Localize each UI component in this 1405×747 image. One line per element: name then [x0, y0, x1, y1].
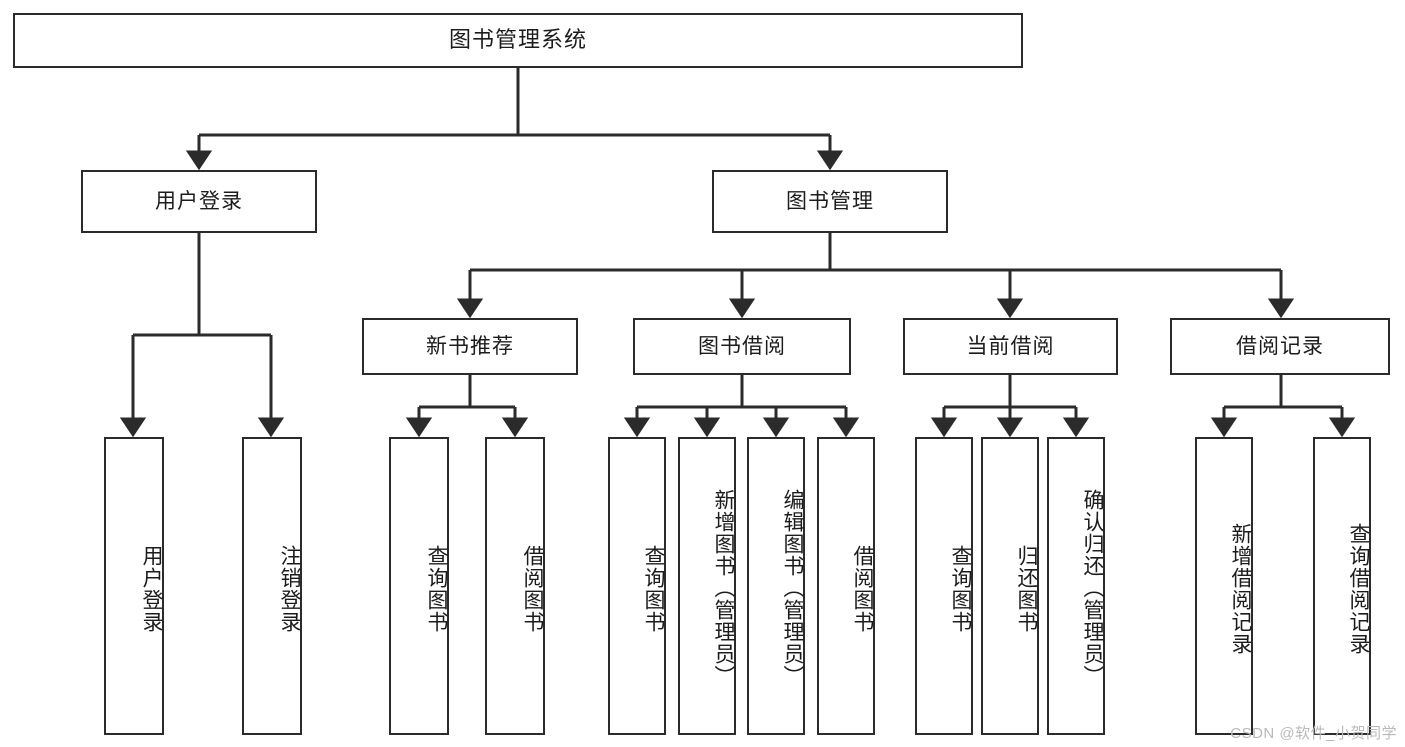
node-leaf-add-borrow-record[interactable]: 新增借阅记录	[1195, 437, 1253, 735]
node-label: 用户登录	[155, 189, 243, 213]
node-label: 当前借阅	[966, 334, 1055, 358]
node-leaf-user-logout[interactable]: 注销登录	[242, 437, 302, 735]
node-leaf-query-borrow-record[interactable]: 查询借阅记录	[1313, 437, 1371, 735]
node-new-book-recommend[interactable]: 新书推荐	[362, 318, 578, 375]
node-label: 归还图书	[1015, 545, 1038, 633]
node-leaf-return-book[interactable]: 归还图书	[981, 437, 1039, 735]
node-label: 查询图书	[425, 545, 448, 633]
node-book-manage[interactable]: 图书管理	[712, 170, 948, 233]
node-root-system[interactable]: 图书管理系统	[13, 13, 1023, 68]
csdn-watermark: CSDN @软件_小贺同学	[1230, 725, 1397, 742]
node-leaf-user-login[interactable]: 用户登录	[104, 437, 164, 735]
node-current-borrow[interactable]: 当前借阅	[903, 318, 1118, 375]
node-label: 查询借阅记录	[1347, 523, 1370, 655]
node-leaf-add-book[interactable]: 新增图书（管理员）	[678, 437, 736, 735]
node-leaf-confirm-return[interactable]: 确认归还（管理员）	[1047, 437, 1105, 735]
node-leaf-borrow-book-recommend[interactable]: 借阅图书	[485, 437, 545, 735]
node-label: 图书借阅	[698, 334, 786, 358]
node-leaf-edit-book[interactable]: 编辑图书（管理员）	[747, 437, 805, 735]
node-leaf-query-book-current[interactable]: 查询图书	[915, 437, 973, 735]
node-borrow-record[interactable]: 借阅记录	[1170, 318, 1390, 375]
node-label: 新增图书（管理员）	[712, 489, 735, 687]
node-label: 借阅记录	[1236, 334, 1324, 358]
node-label: 图书管理系统	[448, 27, 587, 53]
node-label: 确认归还（管理员）	[1081, 489, 1104, 687]
node-label: 编辑图书（管理员）	[781, 489, 804, 687]
node-leaf-query-book-recommend[interactable]: 查询图书	[389, 437, 449, 735]
node-leaf-borrow-book[interactable]: 借阅图书	[817, 437, 875, 735]
node-user-login[interactable]: 用户登录	[81, 170, 317, 233]
node-label: 借阅图书	[851, 545, 874, 633]
node-label: 新增借阅记录	[1229, 523, 1252, 655]
node-label: 查询图书	[949, 545, 972, 633]
node-label: 借阅图书	[521, 545, 544, 633]
node-label: 用户登录	[140, 545, 163, 633]
node-label: 查询图书	[642, 545, 665, 633]
node-leaf-query-book-borrow[interactable]: 查询图书	[608, 437, 666, 735]
node-label: 注销登录	[278, 545, 301, 633]
node-label: 新书推荐	[426, 334, 514, 358]
node-label: 图书管理	[786, 189, 874, 213]
node-book-borrow[interactable]: 图书借阅	[633, 318, 851, 375]
